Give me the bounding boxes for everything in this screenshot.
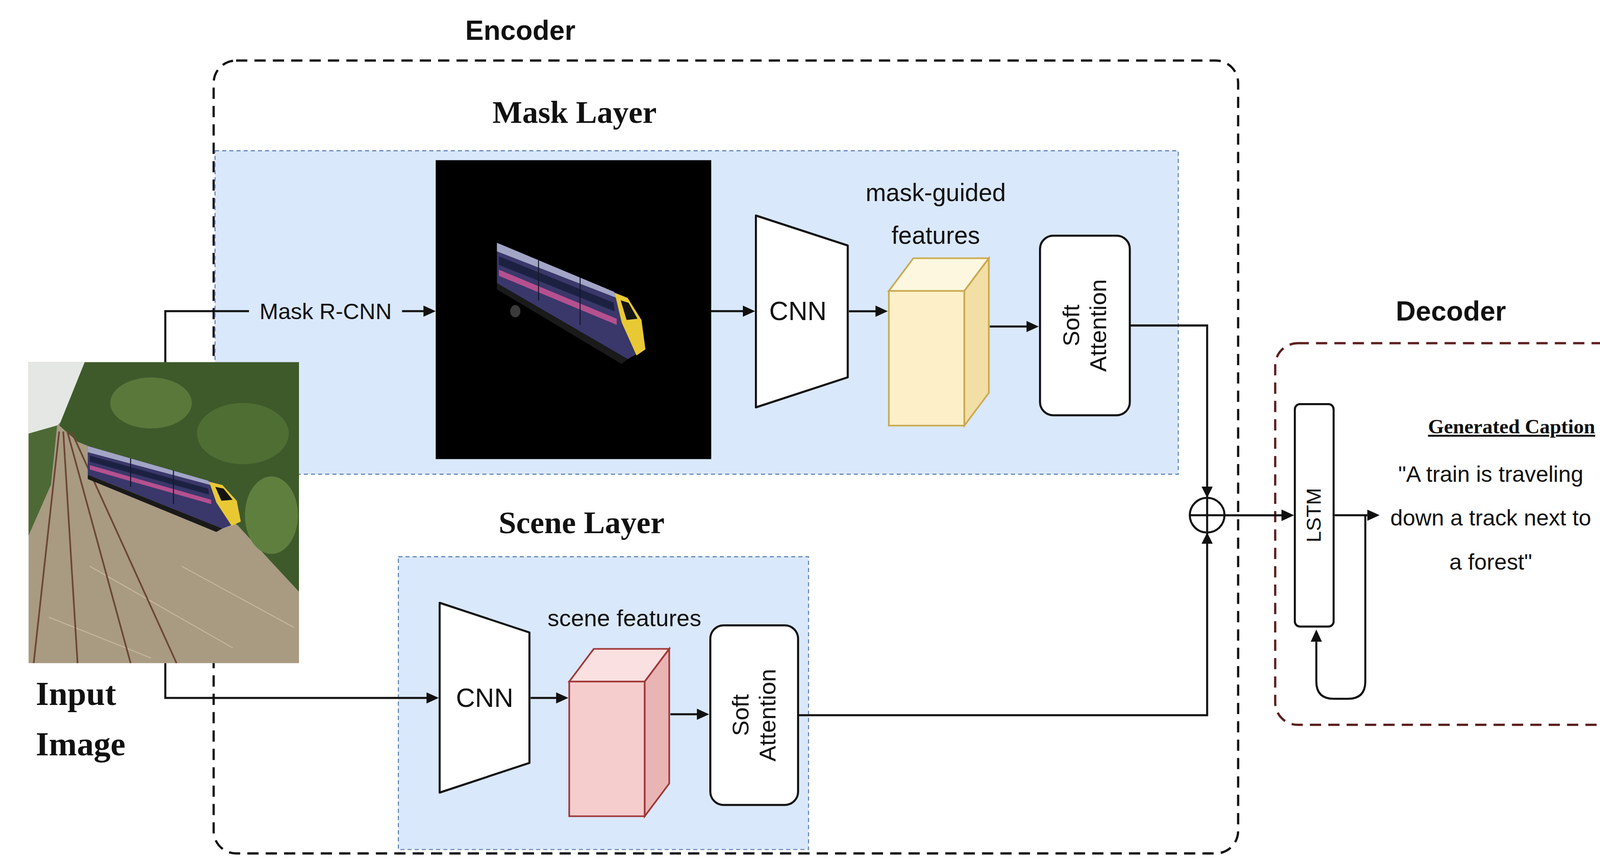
photo-trees	[59, 362, 299, 592]
cube-front	[888, 290, 965, 426]
recurrent-loop	[1316, 515, 1366, 700]
arrowhead	[1201, 486, 1213, 498]
node-label: mask-guided features	[854, 171, 1018, 258]
dashed-border	[213, 60, 1239, 854]
node-label: scene features	[547, 604, 702, 633]
decoder-box: DecoderLSTM	[1273, 341, 1600, 727]
connector	[799, 509, 1294, 716]
connector-line	[799, 515, 1285, 716]
cube-side	[644, 648, 670, 817]
node-label: Encoder	[465, 13, 576, 48]
attention-box-outline	[1038, 234, 1131, 417]
photo-bank	[28, 425, 58, 536]
mask-image	[435, 160, 712, 460]
node-label: Scene Layer	[498, 503, 665, 542]
attention-box: Soft Attention	[709, 624, 800, 806]
mask-speck	[510, 305, 521, 318]
input-photo	[28, 362, 299, 664]
photo-foliage	[110, 377, 192, 429]
arrowhead	[1310, 629, 1322, 643]
arrowhead	[1201, 532, 1213, 544]
rounded-border	[1039, 235, 1130, 416]
attention-box: Soft Attention	[1038, 234, 1131, 417]
masked-train	[496, 242, 645, 365]
arrowheads	[423, 305, 1380, 642]
photo-foliage	[196, 403, 289, 465]
connector-line	[989, 325, 1029, 328]
rounded-border	[710, 625, 799, 805]
band-fill	[214, 150, 1179, 475]
node-label: Soft Attention	[727, 668, 781, 762]
layer-band: Scene LayerCNNscene featuresSoft Attenti…	[397, 556, 810, 850]
generated-caption: "A train is traveling down a track next …	[1386, 452, 1595, 585]
cnn-trapezoid: CNN	[754, 214, 849, 409]
connector-line	[1130, 325, 1285, 516]
feature-cube: scene features	[568, 647, 671, 818]
arrowhead	[742, 305, 756, 317]
attention-box-outline	[709, 624, 800, 806]
cube-front	[569, 681, 645, 817]
feature-cube: mask-guided features	[887, 257, 991, 427]
connector	[1130, 325, 1294, 521]
rail	[63, 431, 78, 664]
rounded-border	[1294, 404, 1334, 627]
caption-heading: Generated Caption	[1428, 414, 1596, 439]
gravel-line	[89, 566, 233, 648]
gravel-line	[48, 617, 152, 658]
wires	[165, 310, 1368, 699]
trapezoid-outline	[756, 215, 848, 408]
node-label: Soft Attention	[1057, 279, 1112, 372]
arrowhead	[423, 305, 436, 317]
node-label: CNN	[769, 295, 827, 327]
node-label: LSTM	[1302, 488, 1326, 543]
cnn-trapezoid: CNN	[438, 601, 531, 794]
node-label: Input Image	[35, 668, 126, 770]
gravel-line	[181, 566, 294, 628]
connector	[989, 321, 1039, 333]
process-label: Mask R-CNN	[259, 298, 392, 325]
concat-symbol	[1189, 497, 1225, 533]
feature-cube-outline	[887, 257, 991, 427]
photo-ground	[28, 362, 299, 664]
rail	[33, 431, 60, 664]
band-fill	[398, 556, 809, 850]
connector	[848, 305, 888, 317]
connector	[530, 692, 569, 704]
photo-foliage	[244, 476, 299, 555]
connector-line	[165, 663, 429, 698]
mask-rcnn-wire	[165, 310, 249, 362]
cube-side	[964, 258, 989, 426]
connector-line	[848, 310, 878, 312]
photo-gravel	[48, 566, 294, 658]
connector-line	[670, 713, 700, 716]
concat-plus	[1189, 497, 1225, 533]
connector	[165, 663, 439, 704]
output-wire	[1334, 513, 1368, 516]
feature-cube-outline	[568, 647, 671, 818]
mask-rcnn-wire	[402, 310, 425, 312]
photo-train	[87, 446, 241, 533]
dashed-border	[1275, 343, 1600, 725]
encoder-box: EncoderMask LayerCNNmask-guided features…	[212, 59, 1240, 855]
arrowhead	[1367, 509, 1380, 521]
node-label: Decoder	[1396, 294, 1507, 328]
node-label: CNN	[455, 681, 514, 714]
node-label: Mask Layer	[492, 93, 657, 132]
trapezoid-outline	[439, 603, 530, 793]
lstm-box: LSTM	[1293, 403, 1335, 628]
connector	[670, 708, 710, 720]
connector-line	[530, 696, 559, 699]
mask-to-cnn-wire	[711, 310, 744, 312]
